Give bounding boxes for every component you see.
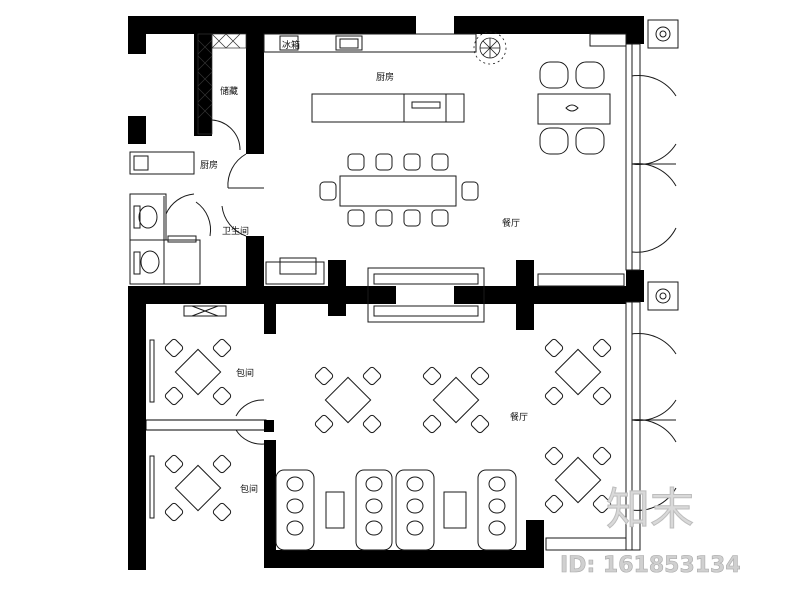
chair	[403, 153, 421, 171]
label-private-room-1: 包间	[236, 367, 254, 379]
chair	[470, 366, 490, 386]
chair	[422, 414, 442, 434]
chair	[592, 494, 612, 514]
lounge-seating	[537, 61, 611, 155]
chair	[431, 209, 449, 227]
hatched-wall	[197, 33, 247, 135]
sofa-booths	[275, 469, 517, 551]
chair	[544, 494, 564, 514]
chair	[319, 181, 337, 201]
chair	[314, 366, 334, 386]
walls	[128, 16, 644, 570]
chair	[461, 181, 479, 201]
square-table	[164, 454, 232, 522]
watermark-logo: 知末	[606, 484, 694, 535]
chair	[592, 338, 612, 358]
chair	[212, 386, 232, 406]
chair	[362, 366, 382, 386]
square-tables	[164, 338, 612, 522]
chair	[164, 386, 184, 406]
label-toilet: 卫生间	[222, 225, 249, 237]
chair	[164, 454, 184, 474]
plan-linework	[129, 33, 677, 551]
chair	[212, 502, 232, 522]
column-markers	[647, 19, 679, 311]
watermark: 知末 ID: 161853134	[560, 484, 741, 579]
square-table	[422, 366, 490, 434]
chair	[431, 153, 449, 171]
label-storage: 储藏	[220, 85, 238, 97]
chair	[375, 153, 393, 171]
label-private-room-2: 包间	[240, 483, 258, 495]
square-table	[544, 338, 612, 406]
booth-cushions	[286, 476, 506, 536]
chair	[314, 414, 334, 434]
chair	[544, 386, 564, 406]
chair	[212, 454, 232, 474]
chair	[212, 338, 232, 358]
label-dining-large: 餐厅	[502, 217, 520, 229]
chair	[592, 446, 612, 466]
chair	[592, 386, 612, 406]
chair	[362, 414, 382, 434]
banquet-chairs	[319, 153, 479, 227]
chair	[164, 338, 184, 358]
banquet-table	[339, 175, 457, 207]
chair	[422, 366, 442, 386]
chair	[347, 209, 365, 227]
watermark-id: ID: 161853134	[560, 553, 741, 578]
label-dining-small: 餐厅	[510, 411, 528, 423]
square-table	[544, 446, 612, 514]
chair	[347, 153, 365, 171]
chair	[164, 502, 184, 522]
chair	[544, 446, 564, 466]
square-table	[164, 338, 232, 406]
plant-icon	[473, 31, 507, 65]
chair	[403, 209, 421, 227]
label-kitchen: 厨房	[376, 71, 394, 83]
room-labels: 冰箱 储藏 厨房 厨房 卫生间 餐厅 包间 包间 餐厅	[200, 39, 528, 495]
chair	[375, 209, 393, 227]
chair	[470, 414, 490, 434]
label-pantry: 厨房	[200, 159, 218, 171]
square-table	[314, 366, 382, 434]
chair	[544, 338, 564, 358]
label-fridge: 冰箱	[282, 39, 300, 51]
